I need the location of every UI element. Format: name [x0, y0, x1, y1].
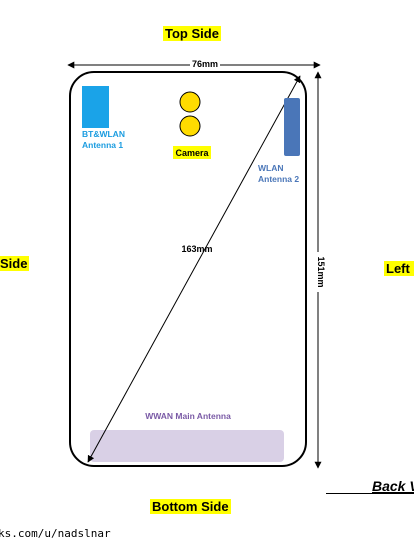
bt-wlan-antenna-1	[82, 86, 109, 128]
back-view-label: Back V	[372, 478, 414, 494]
bottom-side-label: Bottom Side	[150, 499, 231, 514]
width-label: 76mm	[192, 59, 218, 69]
diagonal-label: 163mm	[181, 244, 212, 254]
camera-lens-top	[179, 91, 201, 113]
camera-label: Camera	[175, 148, 209, 158]
watermark: ks.com/u/nadslnar	[0, 527, 111, 540]
camera-lens-bottom	[179, 115, 201, 137]
wlan-label-line2: Antenna 2	[258, 174, 299, 184]
wlan-label-line1: WLAN	[258, 163, 284, 173]
camera-label-bg	[173, 146, 211, 159]
height-label: 151mm	[316, 256, 326, 287]
width-label-bg	[190, 58, 220, 70]
top-side-label: Top Side	[163, 26, 221, 41]
wwan-label: WWAN Main Antenna	[145, 411, 231, 421]
bt-wlan-label-line1: BT&WLAN	[82, 129, 125, 139]
height-label-bg	[313, 252, 325, 292]
wlan-antenna-2	[284, 98, 300, 156]
wwan-antenna-area	[90, 430, 284, 462]
right-side-label: Left S	[384, 261, 414, 276]
bt-wlan-label-line2: Antenna 1	[82, 140, 123, 150]
back-view-underline	[326, 493, 414, 494]
left-side-label: Side	[0, 256, 30, 271]
diagonal-dimension-line	[87, 75, 301, 463]
